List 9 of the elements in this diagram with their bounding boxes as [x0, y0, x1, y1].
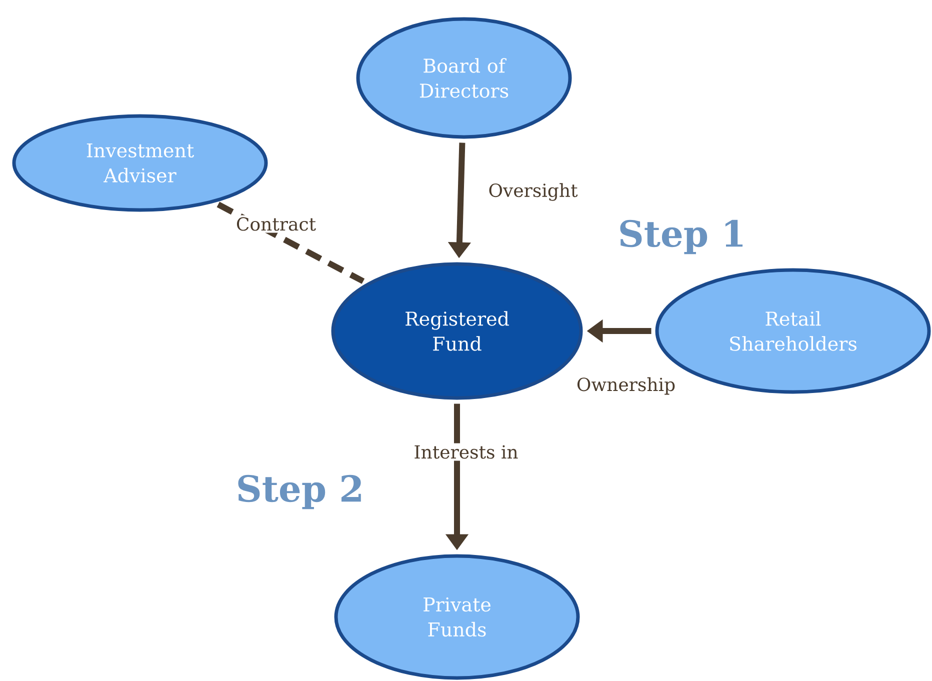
- edge-label: Oversight: [486, 181, 580, 203]
- edge-label: Contract: [234, 215, 318, 233]
- step-label: Step 2: [238, 474, 361, 510]
- ellipse-node: Investment Adviser: [12, 114, 268, 212]
- ellipse-node: Board of Directors: [356, 17, 572, 139]
- dashed-line: [216, 202, 365, 284]
- edge-label: Interests in: [412, 443, 520, 461]
- ellipse-node: Private Funds: [334, 554, 580, 680]
- step-label: Step 1: [620, 220, 743, 254]
